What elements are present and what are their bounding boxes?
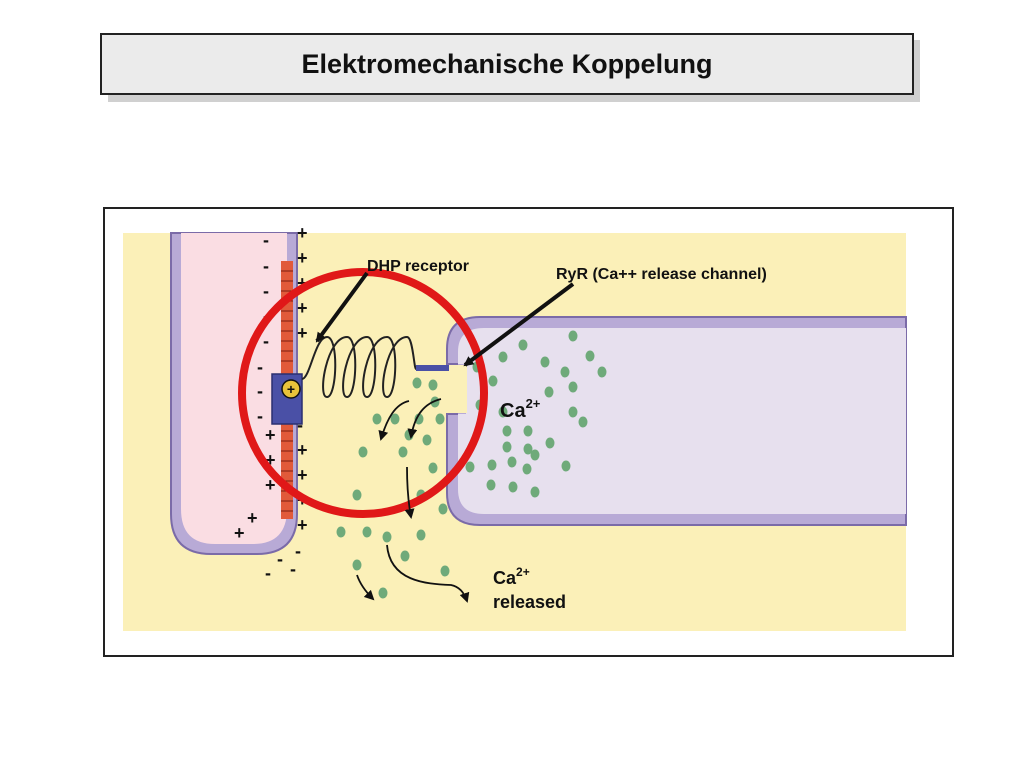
minus-sign: - (277, 549, 283, 569)
ca-label-sup: 2+ (526, 396, 541, 411)
minus-sign: - (263, 256, 269, 276)
coupling-spring (301, 335, 417, 399)
flow-arrow (404, 466, 415, 519)
ca-released-base: Ca (493, 568, 517, 588)
minus-sign: - (257, 357, 263, 377)
flow-arrow (356, 574, 375, 601)
plus-sign: + (297, 273, 308, 293)
calcium-flow-arrows (356, 398, 470, 603)
plus-sign: + (297, 248, 308, 268)
minus-sign: - (257, 406, 263, 426)
membrane-charges: - - - - - - - - + + + + + + + + + + - + … (234, 223, 308, 583)
minus-sign: - (263, 331, 269, 351)
flow-arrow (407, 398, 442, 439)
plus-sign: + (297, 440, 308, 460)
ryr-channel-opening (445, 365, 467, 413)
minus-sign: - (265, 563, 271, 583)
ryr-pointer-arrow (463, 282, 575, 367)
plus-sign: + (234, 523, 245, 543)
minus-sign: - (297, 415, 303, 435)
minus-sign: - (295, 541, 301, 561)
minus-sign: - (257, 381, 263, 401)
flow-arrow (378, 400, 410, 441)
ca-released-label: Ca2+ (493, 565, 530, 588)
dhp-receptor-label: DHP receptor (367, 258, 469, 275)
plus-sign: + (297, 223, 308, 243)
plus-sign: + (265, 450, 276, 470)
flow-arrow (386, 544, 470, 603)
dhp-pointer-arrow (315, 271, 369, 343)
plus-sign: + (297, 323, 308, 343)
slide-title: Elektromechanische Koppelung (301, 48, 713, 79)
plus-sign: + (247, 508, 258, 528)
ryr-label: RyR (Ca++ release channel) (556, 266, 767, 283)
ca-label: Ca2+ (500, 396, 541, 422)
ec-coupling-diagram: + - - - - - - - - + + + + + + + + + + - … (123, 223, 907, 631)
plus-sign: + (297, 515, 308, 535)
dhp-receptor: + (271, 373, 303, 425)
t-tubule-interior (181, 233, 287, 544)
released-label: released (493, 592, 566, 612)
minus-sign: - (263, 230, 269, 250)
plus-sign: + (297, 465, 308, 485)
diagram-frame: + - - - - - - - - + + + + + + + + + + - … (103, 207, 954, 657)
dhp-plus-sign: + (287, 381, 295, 397)
plus-sign: + (297, 298, 308, 318)
ca-label-base: Ca (500, 400, 526, 422)
plus-sign: + (265, 425, 276, 445)
ca-released-sup: 2+ (516, 565, 530, 579)
highlight-circle (238, 268, 488, 518)
minus-sign: - (263, 281, 269, 301)
calcium-ions (336, 330, 607, 599)
title-box: Elektromechanische Koppelung (100, 33, 914, 95)
minus-sign: - (290, 559, 296, 579)
ryr-foot (416, 365, 449, 371)
plus-sign: + (265, 475, 276, 495)
